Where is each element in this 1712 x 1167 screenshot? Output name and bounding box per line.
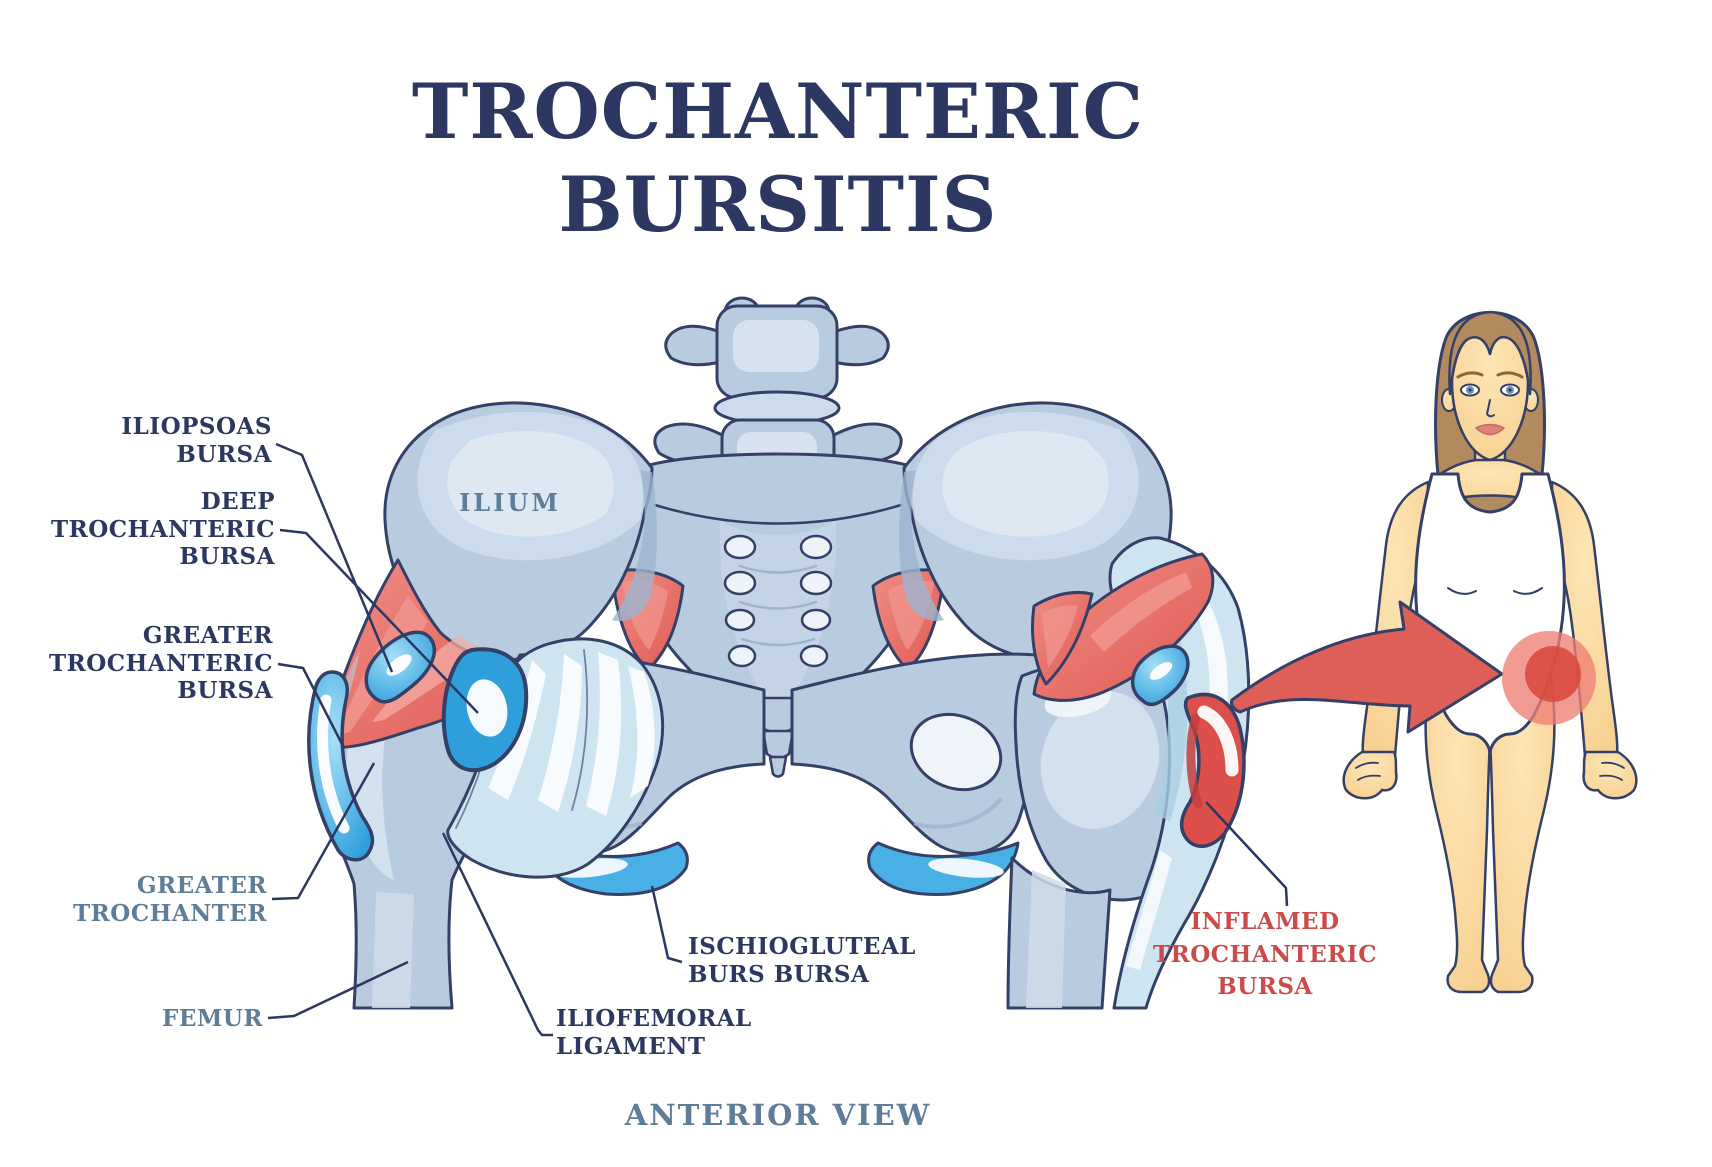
sacrum [605, 452, 951, 778]
legs [1424, 658, 1556, 994]
inflamed-bursa-shape [1179, 692, 1246, 849]
label-greater-trochanter: GREATER TROCHANTER [73, 872, 267, 927]
label-greater-trochanteric-bursa: GREATER TROCHANTERIC BURSA [49, 622, 273, 705]
leader-greater-trochanteric-bursa [277, 662, 345, 747]
hair-fringe [1448, 310, 1532, 396]
label-deep-trochanteric-bursa: DEEP TROCHANTERIC BURSA [51, 488, 275, 571]
label-iliopsoas-bursa: ILIOPSOAS BURSA [121, 413, 272, 468]
eyes [1460, 383, 1520, 397]
hip-muscles-right [1031, 552, 1215, 702]
label-femur: FEMUR [162, 1005, 263, 1032]
eyebrows [1456, 371, 1524, 379]
leader-iliopsoas-bursa [275, 442, 394, 673]
chest-creases [1447, 587, 1543, 595]
coccyx [754, 696, 802, 778]
leader-lines [267, 442, 1289, 1037]
leader-deep-trochanteric-bursa [279, 528, 479, 714]
label-ischiogluteal-bursa: ISCHIOGLUTEAL BURS BURSA [688, 933, 916, 988]
leader-ischiogluteal-bursa [650, 885, 683, 964]
pelvis-group [307, 296, 1251, 1010]
leader-iliofemoral-ligament [441, 832, 553, 1037]
deep-trochanteric-bursa-shape [441, 647, 529, 773]
label-inflamed-trochanteric-bursa: INFLAMED TROCHANTERIC BURSA [1153, 908, 1377, 1001]
diagram-title: TROCHANTERIC BURSITIS [411, 67, 1145, 249]
pain-indicator [1502, 631, 1596, 725]
label-anterior-view: ANTERIOR VIEW [624, 1098, 932, 1132]
leader-femur [267, 960, 409, 1020]
leader-greater-trochanter [271, 762, 376, 901]
label-ilium: ILIUM [459, 488, 561, 517]
label-iliofemoral-ligament: ILIOFEMORAL LIGAMENT [556, 1005, 752, 1060]
obturator-foramen-right [909, 712, 1003, 792]
greater-trochanteric-bursa-shape [307, 670, 375, 862]
nose [1486, 399, 1495, 418]
left-iliac-wing [383, 401, 657, 662]
face [1441, 310, 1539, 462]
red-arrow [1230, 600, 1504, 734]
sacral-foramina [723, 534, 833, 668]
lips [1475, 423, 1505, 436]
trochanteric-bursa-right [1131, 644, 1190, 707]
ischiogluteal-bursae [536, 841, 1020, 896]
leader-inflamed-bursa [1205, 801, 1289, 907]
